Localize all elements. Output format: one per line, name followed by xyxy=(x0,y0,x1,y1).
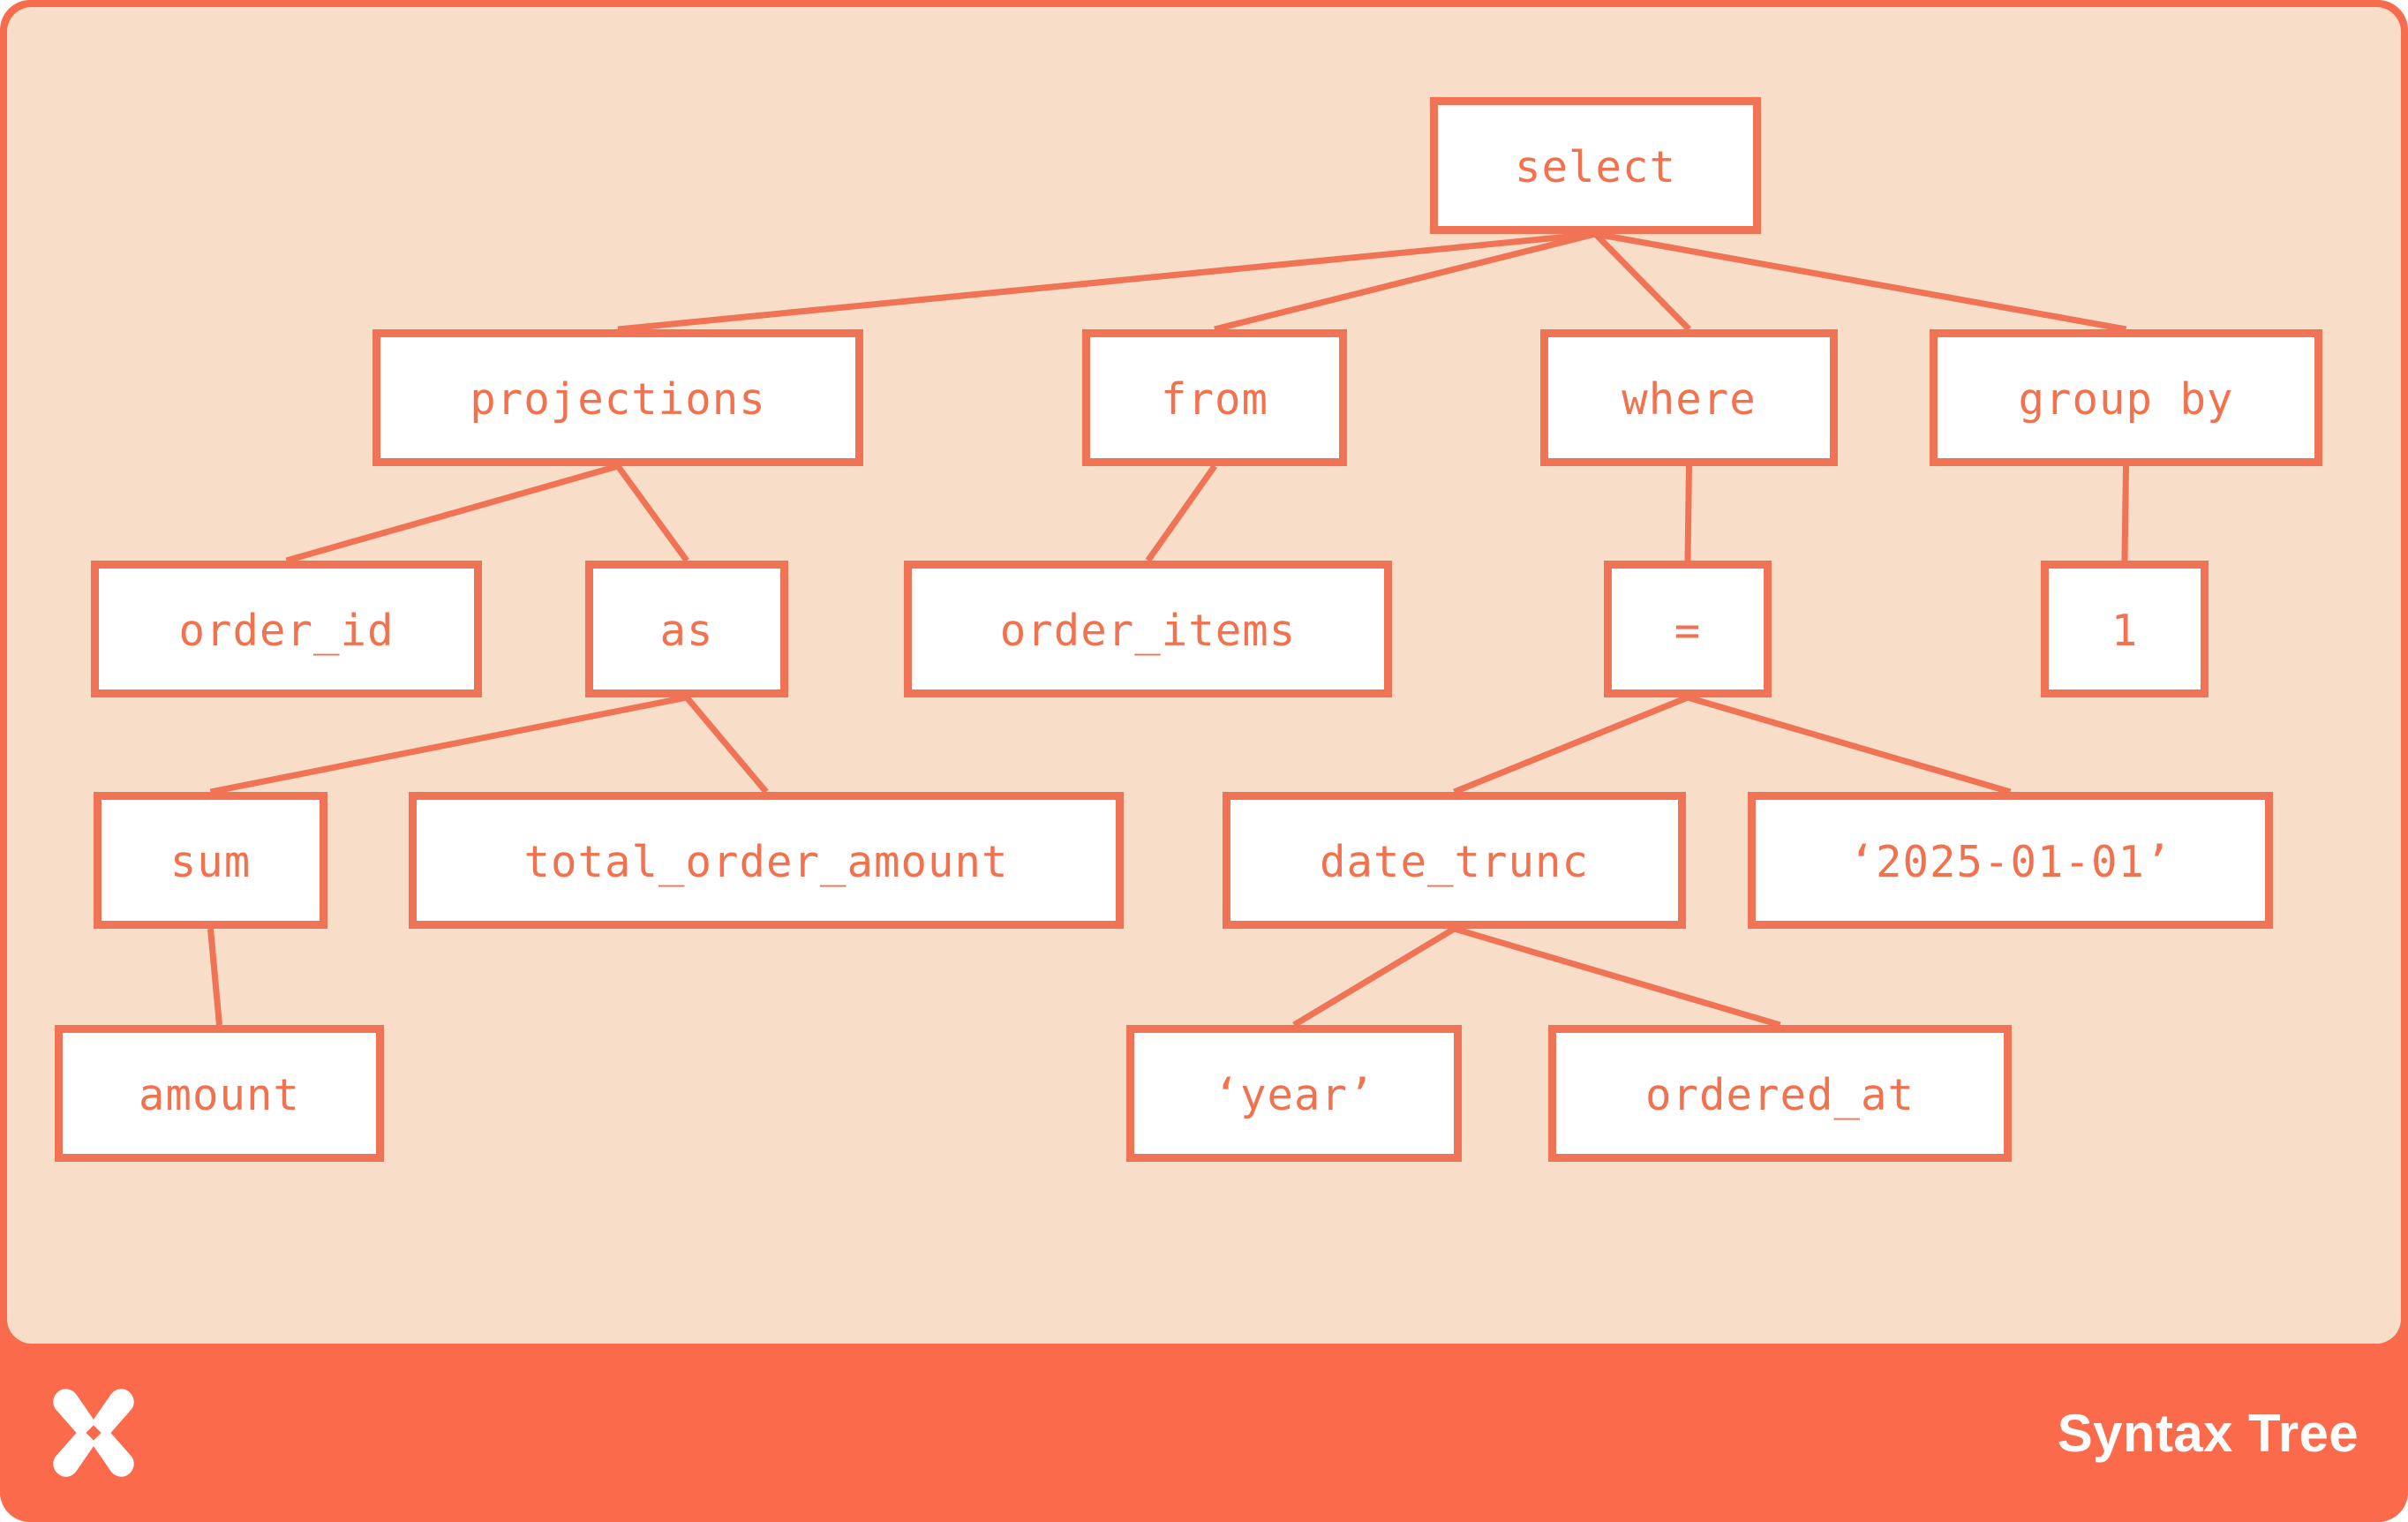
tree-node-select[interactable]: select xyxy=(1430,97,1761,234)
tree-edge-select-to-group-by xyxy=(1594,230,2127,333)
tree-node-year-literal[interactable]: ‘year’ xyxy=(1126,1025,1462,1162)
tree-node-box xyxy=(1430,97,1761,234)
tree-node-amount[interactable]: amount xyxy=(55,1025,384,1162)
tree-node-label: = xyxy=(1674,606,1702,656)
tree-node-projections[interactable]: projections xyxy=(372,329,863,466)
tree-node-total-order-amount[interactable]: total_order_amount xyxy=(409,792,1124,929)
tree-node-label: from xyxy=(1161,374,1268,425)
tree-edge-date-trunc-to-ordered-at xyxy=(1453,925,1781,1028)
tree-node-label: select xyxy=(1515,142,1676,192)
tree-node-box xyxy=(585,561,788,697)
tree-node-order-id[interactable]: order_id xyxy=(91,561,482,697)
tree-edge-select-to-projections xyxy=(617,230,1596,333)
tree-edge-equals-to-date-trunc xyxy=(1453,694,1689,795)
tree-edge-sum-to-amount xyxy=(207,928,222,1026)
tree-node-label: ‘2025-01-01’ xyxy=(1848,837,2171,887)
tree-node-box xyxy=(1748,792,2273,929)
tree-node-box xyxy=(1126,1025,1462,1162)
tree-node-box xyxy=(1548,1025,2012,1162)
tree-node-label: where xyxy=(1622,374,1757,425)
tree-node-order-items[interactable]: order_items xyxy=(904,561,1392,697)
tree-node-label: projections xyxy=(470,374,766,425)
tree-node-label: total_order_amount xyxy=(523,837,1008,887)
tree-node-box xyxy=(1540,329,1838,466)
tree-node-box xyxy=(1604,561,1772,697)
tree-node-sum[interactable]: sum xyxy=(94,792,327,929)
tree-nodes: select projections from where group by order_… xyxy=(55,97,2322,1162)
tree-node-box xyxy=(904,561,1392,697)
tree-node-box xyxy=(409,792,1124,929)
tree-edge-equals-to-date-literal xyxy=(1687,694,2012,795)
tree-node-label: ordered_at xyxy=(1645,1070,1915,1120)
footer-title: Syntax Tree xyxy=(2057,1403,2359,1463)
tree-node-label: order_id xyxy=(178,606,394,656)
tree-node-group-by[interactable]: group by xyxy=(1930,329,2322,466)
syntax-tree-diagram: select projections from where group by order_… xyxy=(55,97,2322,1162)
tree-edge-select-to-from xyxy=(1214,230,1597,333)
x-butterfly-logo-icon xyxy=(53,1389,134,1477)
tree-node-box xyxy=(1082,329,1347,466)
tree-node-box xyxy=(94,792,327,929)
tree-node-as[interactable]: as xyxy=(585,561,788,697)
tree-edge-date-trunc-to-year-literal xyxy=(1292,925,1456,1028)
tree-edge-from-to-order-items xyxy=(1145,463,1217,563)
tree-edge-group-by-to-one xyxy=(2121,465,2129,561)
tree-node-label: sum xyxy=(170,837,252,887)
tree-edges xyxy=(207,230,2129,1028)
tree-edge-projections-to-as xyxy=(615,463,689,563)
card-footer: Syntax Tree xyxy=(0,1344,2408,1522)
tree-node-from[interactable]: from xyxy=(1082,329,1347,466)
tree-node-box xyxy=(1223,792,1686,929)
tree-edge-where-to-equals xyxy=(1684,465,1692,561)
tree-node-where[interactable]: where xyxy=(1540,329,1838,466)
tree-node-equals[interactable]: = xyxy=(1604,561,1772,697)
tree-node-date-literal[interactable]: ‘2025-01-01’ xyxy=(1748,792,2273,929)
tree-edge-as-to-sum xyxy=(209,694,688,795)
tree-node-box xyxy=(1930,329,2322,466)
tree-node-box xyxy=(55,1025,384,1162)
tree-node-ordered-at[interactable]: ordered_at xyxy=(1548,1025,2012,1162)
tree-node-label: as xyxy=(659,606,713,656)
tree-node-label: ‘year’ xyxy=(1213,1070,1374,1120)
tree-node-box xyxy=(91,561,482,697)
tree-node-label: amount xyxy=(139,1070,300,1120)
tree-node-label: date_trunc xyxy=(1320,837,1589,887)
tree-node-label: 1 xyxy=(2111,606,2139,656)
tree-edge-as-to-total-order-amount xyxy=(684,695,769,795)
tree-node-box xyxy=(2041,561,2209,697)
tree-node-label: order_items xyxy=(1000,606,1297,656)
tree-edge-select-to-where xyxy=(1593,231,1691,332)
tree-node-label: group by xyxy=(2018,374,2233,425)
tree-node-box xyxy=(372,329,863,466)
tree-node-date-trunc[interactable]: date_trunc xyxy=(1223,792,1686,929)
tree-edge-projections-to-order-id xyxy=(285,463,619,564)
tree-node-one[interactable]: 1 xyxy=(2041,561,2209,697)
